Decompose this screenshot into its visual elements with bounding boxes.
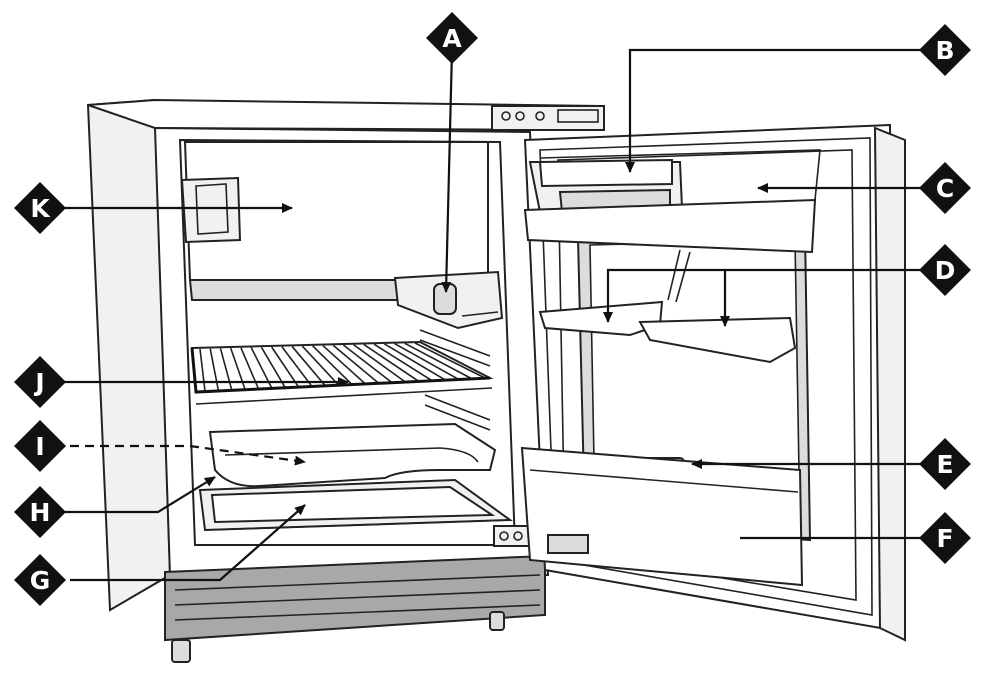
plinth-groove [174,589,541,606]
shelf-wire [373,343,433,382]
leader-d1 [603,268,932,323]
callout-f: F [919,512,971,564]
callout-i: I [14,420,66,472]
egg-tray-right [638,316,797,364]
shelf-wire [353,344,406,383]
leader-i [70,444,306,466]
leader-a [441,49,454,293]
glass-shelf [208,422,497,488]
plinth-groove [174,604,541,621]
shelf-wire [199,348,206,392]
callout-k: K [14,182,66,234]
plinth-groove [174,574,541,591]
thermostat-housing [393,270,504,330]
callout-a-label: A [442,24,462,53]
shelf-wire [281,346,313,387]
callout-d-label: D [935,256,956,285]
callout-j: J [14,356,66,408]
shelf-wire [332,344,379,384]
shelf-wire [260,346,286,388]
shelf-wire [342,344,393,383]
control-knob [499,531,509,541]
callout-g: G [14,554,66,606]
shelf-wire [322,344,366,385]
control-slot [557,109,599,123]
callout-e-label: E [936,450,953,479]
crisper-drawer [198,478,513,532]
leader-lines [64,48,933,582]
upper-door-shelf [523,198,817,254]
shelf-wire [404,342,473,380]
door-hinge [547,534,589,554]
butter-lid [538,158,673,188]
callout-i-label: I [35,432,44,461]
callout-h-label: H [30,498,51,527]
callout-e: E [919,438,971,490]
leader-b [625,48,933,173]
control-knob [513,531,523,541]
foot [489,611,505,631]
callout-b-label: B [935,36,954,65]
leader-h [64,476,216,514]
callout-a: A [426,12,478,64]
shelf-wire [291,345,326,386]
shelf-wire [209,348,220,391]
callout-f-label: F [936,524,953,553]
door-edge [873,126,906,642]
callout-b: B [919,24,971,76]
callout-k-label: K [30,194,51,223]
bottle-rack [520,446,804,587]
shelf-wire [394,342,459,380]
callout-h: H [14,486,66,538]
control-knob [515,111,525,121]
callout-c-label: C [936,174,954,203]
callout-c: C [919,162,971,214]
control-knob [501,111,511,121]
door [520,123,906,642]
callout-j-label: J [33,368,44,397]
foot [171,639,191,663]
shelf-wire [383,343,446,381]
shelf-wire [271,346,299,388]
callout-markers: A B C D E F G H [14,12,971,606]
leader-g [70,504,306,582]
shelf-wire [363,343,419,382]
callout-g-label: G [30,566,51,595]
control-knob [535,111,545,121]
shelf-wire [414,342,486,379]
shelf-wire [301,345,339,386]
callout-d: D [919,244,971,296]
